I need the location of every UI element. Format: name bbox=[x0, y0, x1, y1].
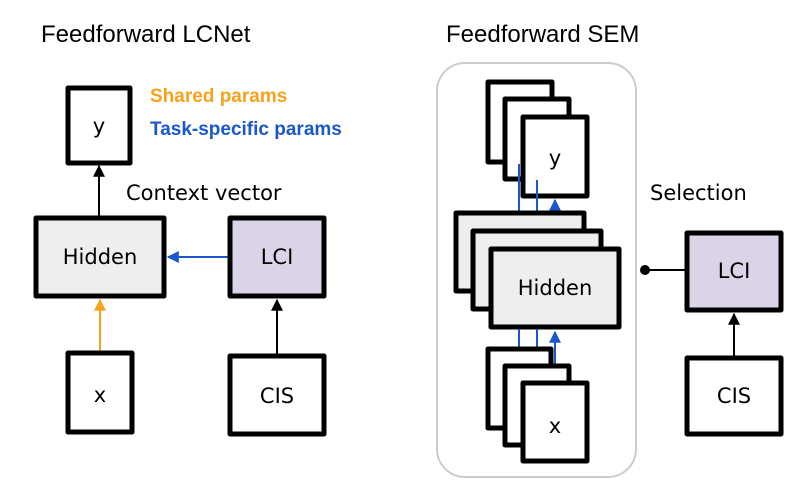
sem-title: Feedforward SEM bbox=[446, 21, 639, 48]
lcnet-hidden-node: Hidden bbox=[33, 215, 167, 299]
sem-panel: Feedforward SEM y Hidden x bbox=[436, 21, 784, 478]
lcnet-y-node: y bbox=[65, 85, 133, 166]
sem-cis-box bbox=[684, 355, 784, 437]
lcnet-x-node: x bbox=[65, 350, 135, 435]
lcnet-lci-box bbox=[227, 215, 327, 299]
lcnet-hidden-label: Hidden bbox=[63, 245, 138, 269]
lcnet-title: Feedforward LCNet bbox=[41, 21, 251, 48]
sem-y-box-front bbox=[520, 114, 590, 199]
lcnet-cis-node: CIS bbox=[227, 353, 327, 437]
sem-lci-label: LCI bbox=[718, 259, 751, 283]
lcnet-y-box bbox=[65, 85, 133, 166]
sem-hidden-stack: Hidden bbox=[453, 210, 622, 330]
sem-cis-label: CIS bbox=[717, 384, 751, 408]
lcnet-lci-label: LCI bbox=[261, 245, 294, 269]
selection-connector-dot bbox=[640, 265, 650, 275]
sem-hidden-label: Hidden bbox=[518, 276, 593, 300]
sem-y-label: y bbox=[549, 146, 561, 170]
sem-lci-node: LCI bbox=[684, 230, 784, 313]
sem-cis-node: CIS bbox=[684, 355, 784, 437]
legend-task-specific-params: Task-specific params bbox=[150, 119, 342, 140]
lcnet-x-label: x bbox=[94, 383, 106, 407]
sem-x-stack: x bbox=[485, 346, 590, 464]
sem-hidden-box-front bbox=[488, 246, 622, 330]
lcnet-lci-node: LCI bbox=[227, 215, 327, 299]
lcnet-y-label: y bbox=[93, 114, 105, 138]
sem-lci-box bbox=[684, 230, 784, 313]
legend-shared-params: Shared params bbox=[150, 86, 287, 107]
context-vector-label: Context vector bbox=[126, 181, 282, 205]
sem-y-stack: y bbox=[485, 79, 590, 199]
lcnet-hidden-box bbox=[33, 215, 167, 299]
lcnet-cis-box bbox=[227, 353, 327, 437]
selection-label: Selection bbox=[650, 181, 747, 205]
lcnet-x-box bbox=[65, 350, 135, 435]
sem-x-box-front bbox=[520, 380, 590, 464]
sem-x-label: x bbox=[549, 414, 561, 438]
lcnet-cis-label: CIS bbox=[260, 384, 294, 408]
lcnet-panel: Feedforward LCNet Shared params Task-spe… bbox=[33, 21, 342, 437]
